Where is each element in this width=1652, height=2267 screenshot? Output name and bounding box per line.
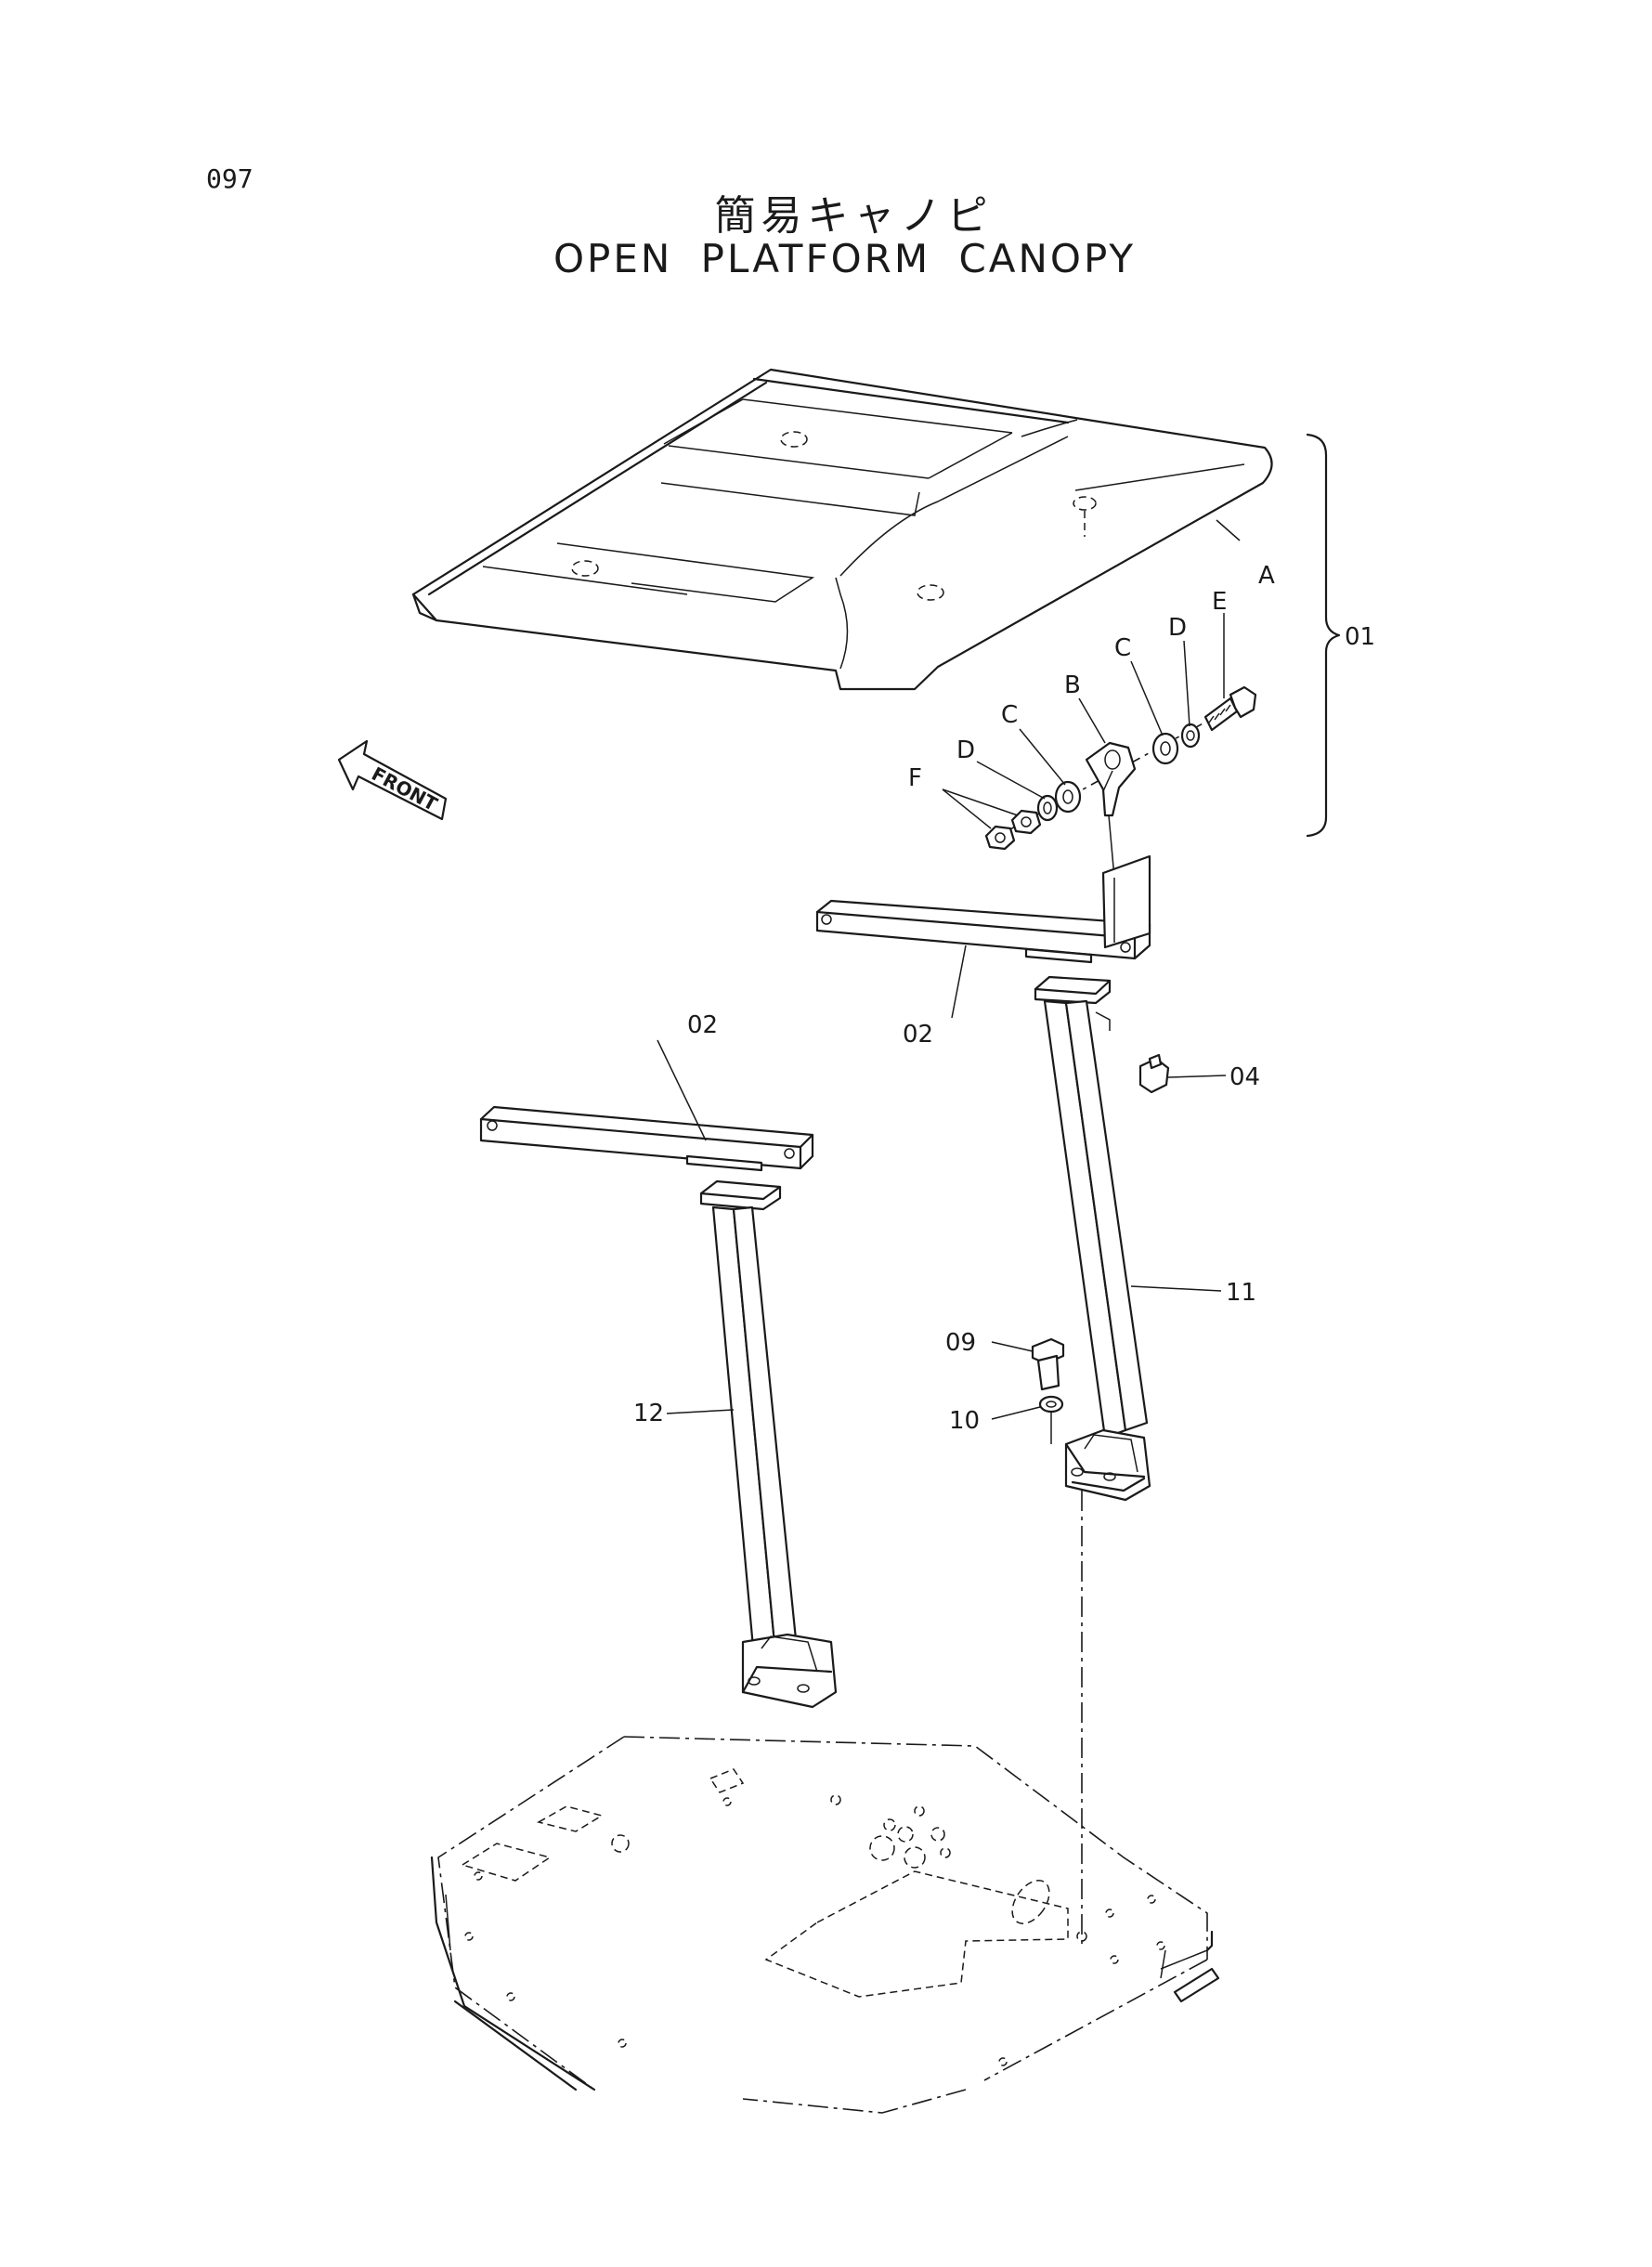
bolt-04 [1138, 1053, 1227, 1094]
callout-c1: C [1001, 701, 1018, 729]
callout-c2: C [1114, 634, 1131, 662]
left-post [666, 1179, 838, 1709]
callout-b: B [1064, 671, 1081, 699]
bolt-09-washer-10 [991, 1337, 1065, 1444]
callout-10: 10 [949, 1407, 980, 1435]
callout-11: 11 [1226, 1279, 1256, 1307]
callout-d2: D [1168, 614, 1187, 642]
callout-a: A [1258, 562, 1275, 590]
group-brace: 01 [1306, 433, 1375, 838]
right-post [1034, 975, 1222, 1502]
callout-f: F [908, 764, 922, 792]
title-japanese: 簡易キャノピ [714, 192, 994, 240]
hinge-hardware [942, 519, 1257, 879]
right-crossbar [815, 854, 1151, 1019]
left-crossbar [479, 1039, 814, 1172]
callout-02-right: 02 [903, 1021, 933, 1049]
front-arrow-label: FRONT [368, 762, 441, 815]
title-english: OPEN PLATFORM CANOPY [553, 236, 1137, 281]
callout-04: 04 [1229, 1063, 1260, 1091]
canopy-roof-panel [411, 368, 1273, 691]
front-direction-arrow: FRONT [337, 739, 448, 821]
callout-12: 12 [633, 1400, 664, 1427]
callout-d1: D [956, 736, 975, 764]
callout-09: 09 [945, 1329, 976, 1357]
base-frame [430, 1491, 1220, 2114]
callout-02-left: 02 [687, 1011, 718, 1039]
group-label: 01 [1345, 623, 1375, 651]
page-number: 097 [206, 163, 254, 194]
callout-e: E [1212, 588, 1227, 616]
